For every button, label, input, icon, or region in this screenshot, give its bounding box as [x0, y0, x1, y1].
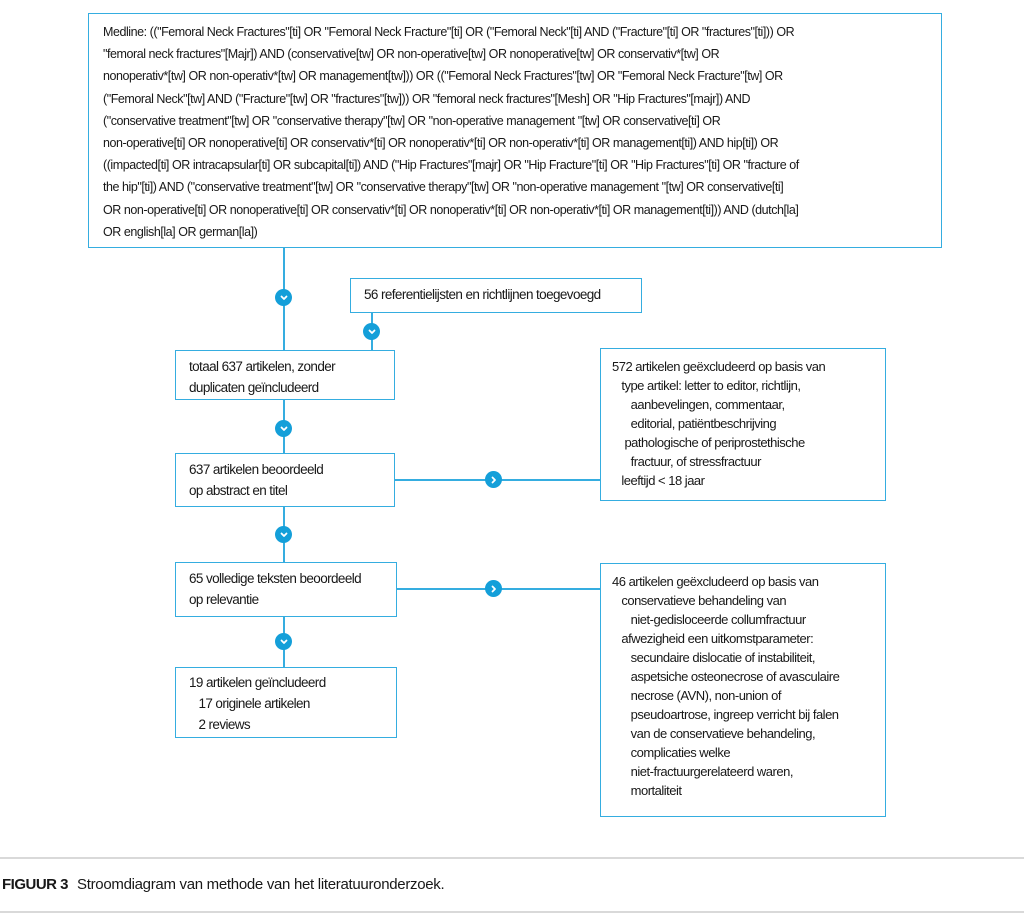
figure-caption: FIGUUR 3 Stroomdiagram van methode van he…	[2, 876, 445, 893]
arrow-down-icon	[275, 289, 292, 306]
box-excluded-46: 46 artikelen geëxcludeerd op basis van c…	[600, 563, 886, 817]
arrow-down-icon	[275, 633, 292, 650]
box-screened-abstract-title: 637 artikelen beoordeeld op abstract en …	[175, 453, 395, 507]
arrow-down-icon	[363, 323, 380, 340]
box-excluded-572: 572 artikelen geëxcludeerd op basis van …	[600, 348, 886, 501]
box-references-added: 56 referentielijsten en richtlijnen toeg…	[350, 278, 642, 313]
caption-divider-bottom	[0, 911, 1024, 913]
caption-divider-top	[0, 857, 1024, 859]
box-fulltext-reviewed: 65 volledige teksten beoordeeld op relev…	[175, 562, 397, 617]
figure-caption-text: Stroomdiagram van methode van het litera…	[77, 876, 445, 893]
medline-query-box: Medline: (("Femoral Neck Fractures"[ti] …	[88, 13, 942, 248]
arrow-down-icon	[275, 526, 292, 543]
arrow-down-icon	[275, 420, 292, 437]
figure-caption-label: FIGUUR 3	[2, 876, 69, 893]
arrow-right-icon	[485, 471, 502, 488]
box-included-19: 19 artikelen geïncludeerd 17 originele a…	[175, 667, 397, 738]
box-total-without-duplicates: totaal 637 artikelen, zonder duplicaten …	[175, 350, 395, 400]
arrow-right-icon	[485, 580, 502, 597]
